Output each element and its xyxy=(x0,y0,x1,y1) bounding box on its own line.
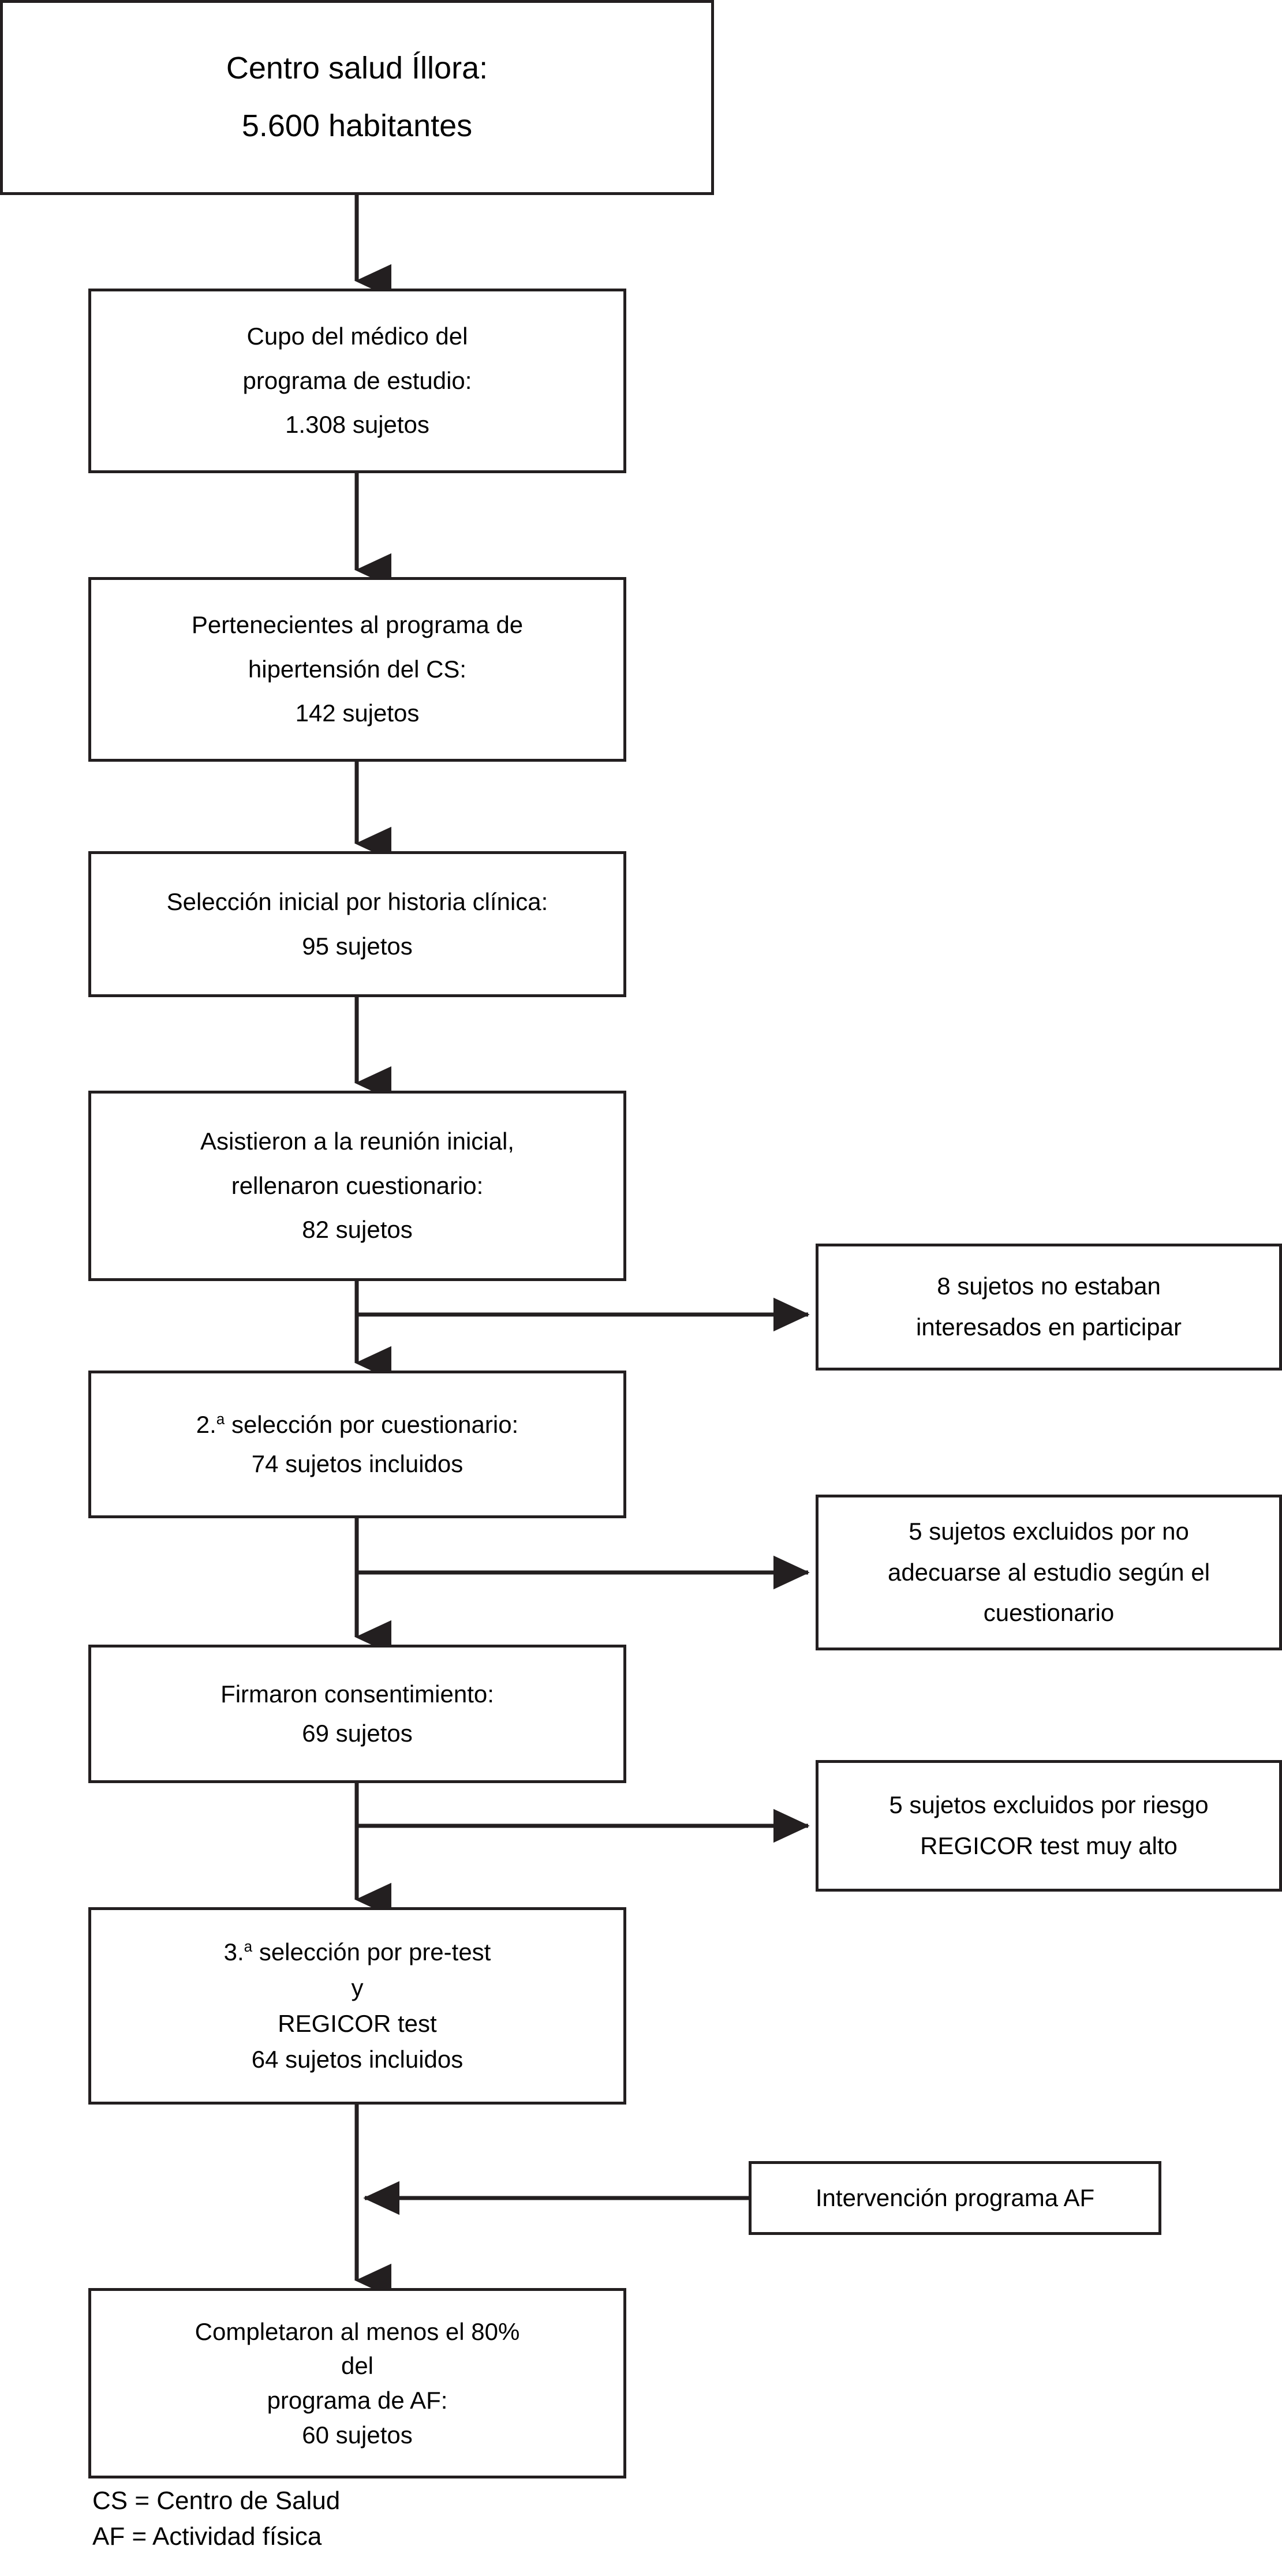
node-line: Asistieron a la reunión inicial, xyxy=(200,1128,514,1155)
node-line-ordinal: 3.a selección por pre-test xyxy=(91,1934,623,1970)
legend-line-cs: CS = Centro de Salud xyxy=(92,2487,341,2515)
legend-line-af: AF = Actividad física xyxy=(92,2522,322,2551)
node-line: Cupo del médico del xyxy=(246,323,468,350)
ordinal-superscript: a xyxy=(244,1937,253,1955)
node-line: 69 sujetos xyxy=(302,1720,413,1747)
node-centro-salud: Centro salud Íllora: 5.600 habitantes xyxy=(0,0,714,195)
node-line: REGICOR test muy alto xyxy=(920,1832,1178,1859)
node-line: 5.600 habitantes xyxy=(241,108,473,143)
node-reunion-inicial: Asistieron a la reunión inicial, rellena… xyxy=(88,1091,626,1281)
node-line: del xyxy=(341,2352,374,2380)
node-firmaron-consentimiento: Firmaron consentimiento: 69 sujetos xyxy=(88,1645,626,1783)
node-line: programa de AF: xyxy=(267,2387,448,2414)
node-cupo-medico: Cupo del médico del programa de estudio:… xyxy=(88,289,626,473)
ordinal-rest: selección por cuestionario: xyxy=(225,1410,519,1438)
node-no-interesados: 8 sujetos no estaban interesados en part… xyxy=(816,1244,1282,1371)
node-line: 74 sujetos incluidos xyxy=(251,1450,464,1477)
node-line: hipertensión del CS: xyxy=(248,655,467,683)
node-line: 1.308 sujetos xyxy=(285,411,429,439)
ordinal-number: 2. xyxy=(196,1410,216,1438)
node-line: cuestionario xyxy=(983,1599,1115,1627)
node-line: 142 sujetos xyxy=(295,699,420,727)
node-segunda-seleccion: 2.a selección por cuestionario: 74 sujet… xyxy=(88,1371,626,1518)
node-line: programa de estudio: xyxy=(242,366,472,394)
node-line: 5 sujetos excluidos por no xyxy=(909,1518,1189,1545)
node-intervencion-programa-af: Intervención programa AF xyxy=(749,2161,1161,2235)
node-line: interesados en participar xyxy=(916,1313,1182,1341)
node-line: 82 sujetos xyxy=(302,1216,413,1244)
node-line: REGICOR test xyxy=(278,2010,437,2037)
node-line: Completaron al menos el 80% xyxy=(195,2317,520,2345)
node-line: y xyxy=(351,1974,364,2001)
ordinal-superscript: a xyxy=(216,1410,225,1428)
node-line: Intervención programa AF xyxy=(815,2184,1095,2211)
node-completaron-programa: Completaron al menos el 80% del programa… xyxy=(88,2288,626,2478)
node-line: 8 sujetos no estaban xyxy=(937,1272,1161,1300)
node-line: rellenaron cuestionario: xyxy=(231,1171,484,1199)
node-line: Pertenecientes al programa de xyxy=(191,611,524,639)
node-line-ordinal: 2.a selección por cuestionario: xyxy=(91,1405,623,1444)
node-line: 64 sujetos incluidos xyxy=(251,2046,464,2073)
ordinal-rest: selección por pre-test xyxy=(252,1938,491,1965)
node-line: Centro salud Íllora: xyxy=(226,51,488,86)
node-excluidos-regicor: 5 sujetos excluidos por riesgo REGICOR t… xyxy=(816,1760,1282,1892)
node-line: 95 sujetos xyxy=(302,932,413,960)
node-line: Firmaron consentimiento: xyxy=(220,1680,494,1708)
node-excluidos-cuestionario: 5 sujetos excluidos por no adecuarse al … xyxy=(816,1495,1282,1650)
node-line: adecuarse al estudio según el xyxy=(887,1558,1210,1586)
node-line: 60 sujetos xyxy=(302,2421,413,2448)
node-line: Selección inicial por historia clínica: xyxy=(166,888,548,916)
ordinal-number: 3. xyxy=(223,1938,244,1965)
legend: CS = Centro de Salud AF = Actividad físi… xyxy=(92,2483,340,2555)
node-tercera-seleccion: 3.a selección por pre-test y REGICOR tes… xyxy=(88,1907,626,2105)
node-line: 5 sujetos excluidos por riesgo xyxy=(889,1791,1209,1819)
node-seleccion-historia-clinica: Selección inicial por historia clínica: … xyxy=(88,851,626,997)
node-programa-hipertension: Pertenecientes al programa de hipertensi… xyxy=(88,577,626,762)
